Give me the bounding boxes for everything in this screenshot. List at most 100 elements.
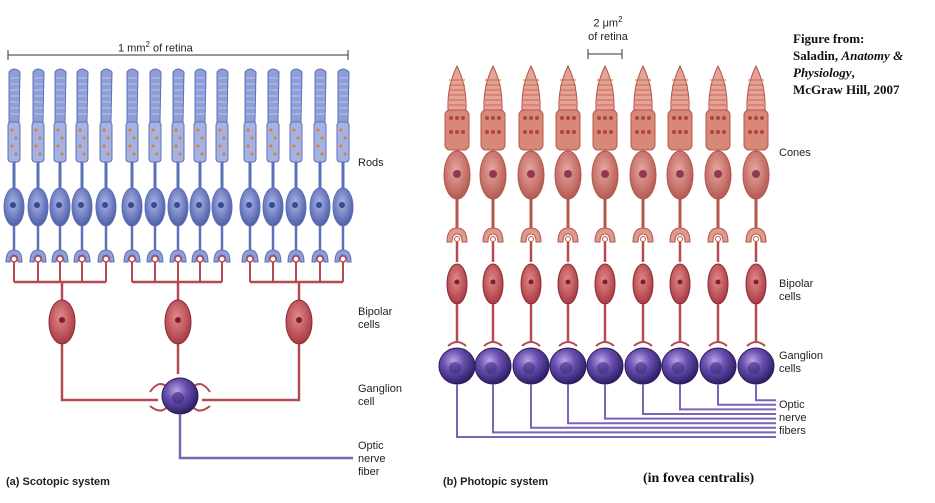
optic-nerve-fiber	[717, 384, 776, 406]
cone-nucleus	[752, 170, 760, 178]
synapse	[174, 255, 182, 263]
rod-nucleus	[102, 202, 108, 208]
rod-cell	[285, 68, 307, 263]
ganglion-nucleus	[485, 362, 497, 374]
rod-inner-segment	[336, 121, 350, 163]
rod-nucleus	[292, 202, 298, 208]
ganglion-nucleus	[449, 362, 461, 374]
rod-inner-segment	[215, 121, 229, 163]
rod-nucleus	[246, 202, 252, 208]
rod-synaptic-terminal	[311, 249, 329, 263]
cone-nucleus	[676, 170, 684, 178]
cone-outer-segment	[633, 64, 653, 111]
cone-pedicle	[482, 227, 504, 243]
bipolar-nucleus	[59, 317, 65, 323]
rod-cell	[27, 68, 49, 263]
rod-cell	[167, 68, 189, 263]
photopic-pathway	[474, 242, 512, 385]
caption-scotopic: (a) Scotopic system	[6, 476, 110, 488]
rod-cell	[144, 68, 166, 263]
synapse	[528, 236, 534, 242]
synapse	[196, 255, 204, 263]
ganglion-dendrite-cap	[521, 341, 541, 347]
synapse	[454, 236, 460, 242]
bipolar-nucleus	[296, 317, 302, 323]
rod-synaptic-terminal	[264, 249, 282, 263]
ganglion-dendrite-cap	[746, 341, 766, 347]
cone-pedicle	[446, 227, 468, 243]
rod-synaptic-terminal	[213, 249, 231, 263]
rod-inner-segment	[171, 121, 185, 163]
rod-cell	[262, 68, 284, 263]
synapse	[339, 255, 347, 263]
cone-cell	[479, 64, 507, 243]
ganglion-dendrite-cap	[447, 341, 467, 347]
scale-label-left: 1 mm2 of retina	[118, 40, 193, 55]
cone-outer-segment	[521, 64, 541, 111]
cone-nucleus	[639, 170, 647, 178]
rod-nucleus	[78, 202, 84, 208]
cone-cell	[666, 64, 694, 243]
cone-outer-segment	[447, 64, 467, 111]
rod-inner-segment	[53, 121, 67, 163]
rod-inner-segment	[193, 121, 207, 163]
label-rods: Rods	[358, 157, 384, 169]
ganglion-nucleus	[672, 362, 684, 374]
synapse	[490, 236, 496, 242]
caption-photopic: (b) Photopic system	[443, 476, 549, 488]
rod-cell	[239, 68, 261, 263]
rod-nucleus	[316, 202, 322, 208]
rod-nucleus	[196, 202, 202, 208]
rod-cell	[189, 68, 211, 263]
synapse	[715, 236, 721, 242]
synapse	[78, 255, 86, 263]
rod-cell	[309, 68, 331, 263]
bipolar-dendrite-tree	[128, 255, 226, 366]
ganglion-dendrite-cap	[483, 341, 503, 347]
rod-nucleus	[10, 202, 16, 208]
cone-outer-segment	[483, 64, 503, 111]
photopic-pathway	[549, 242, 587, 385]
cone-cell	[443, 64, 471, 243]
rod-inner-segment	[313, 121, 327, 163]
rod-synaptic-terminal	[241, 249, 259, 263]
cone-cell	[704, 64, 732, 243]
rod-synaptic-terminal	[123, 249, 141, 263]
bipolar-dendrite-tree	[10, 255, 110, 366]
ganglion-nucleus	[635, 362, 647, 374]
rod-inner-segment	[7, 121, 21, 163]
ganglion-dendrite-cap	[595, 341, 615, 347]
cone-cell	[629, 64, 657, 243]
photopic-pathway	[737, 242, 775, 385]
synapse	[151, 255, 159, 263]
rods-group	[3, 68, 354, 263]
rod-inner-segment	[31, 121, 45, 163]
cone-pedicle	[632, 227, 654, 243]
cone-pedicle	[520, 227, 542, 243]
cone-pedicle	[707, 227, 729, 243]
cone-nucleus	[601, 170, 609, 178]
optic-nerve-fiber	[567, 384, 776, 425]
photopic-pathway	[624, 242, 662, 385]
rod-cell	[95, 68, 117, 263]
optic-nerve-fiber	[456, 384, 776, 438]
rod-cell	[71, 68, 93, 263]
cone-nucleus	[714, 170, 722, 178]
photopic-pathway	[438, 242, 476, 385]
bipolar-nucleus	[677, 279, 683, 285]
bipolar-nucleus	[753, 279, 759, 285]
synapse	[565, 236, 571, 242]
optic-nerve-fiber	[679, 384, 776, 411]
rod-synaptic-terminal	[334, 249, 352, 263]
synapse	[316, 255, 324, 263]
bipolar-nucleus	[602, 279, 608, 285]
bipolar-nucleus	[175, 317, 181, 323]
rod-synaptic-terminal	[169, 249, 187, 263]
ganglion-dendrite-cap	[558, 341, 578, 347]
rod-nucleus	[174, 202, 180, 208]
